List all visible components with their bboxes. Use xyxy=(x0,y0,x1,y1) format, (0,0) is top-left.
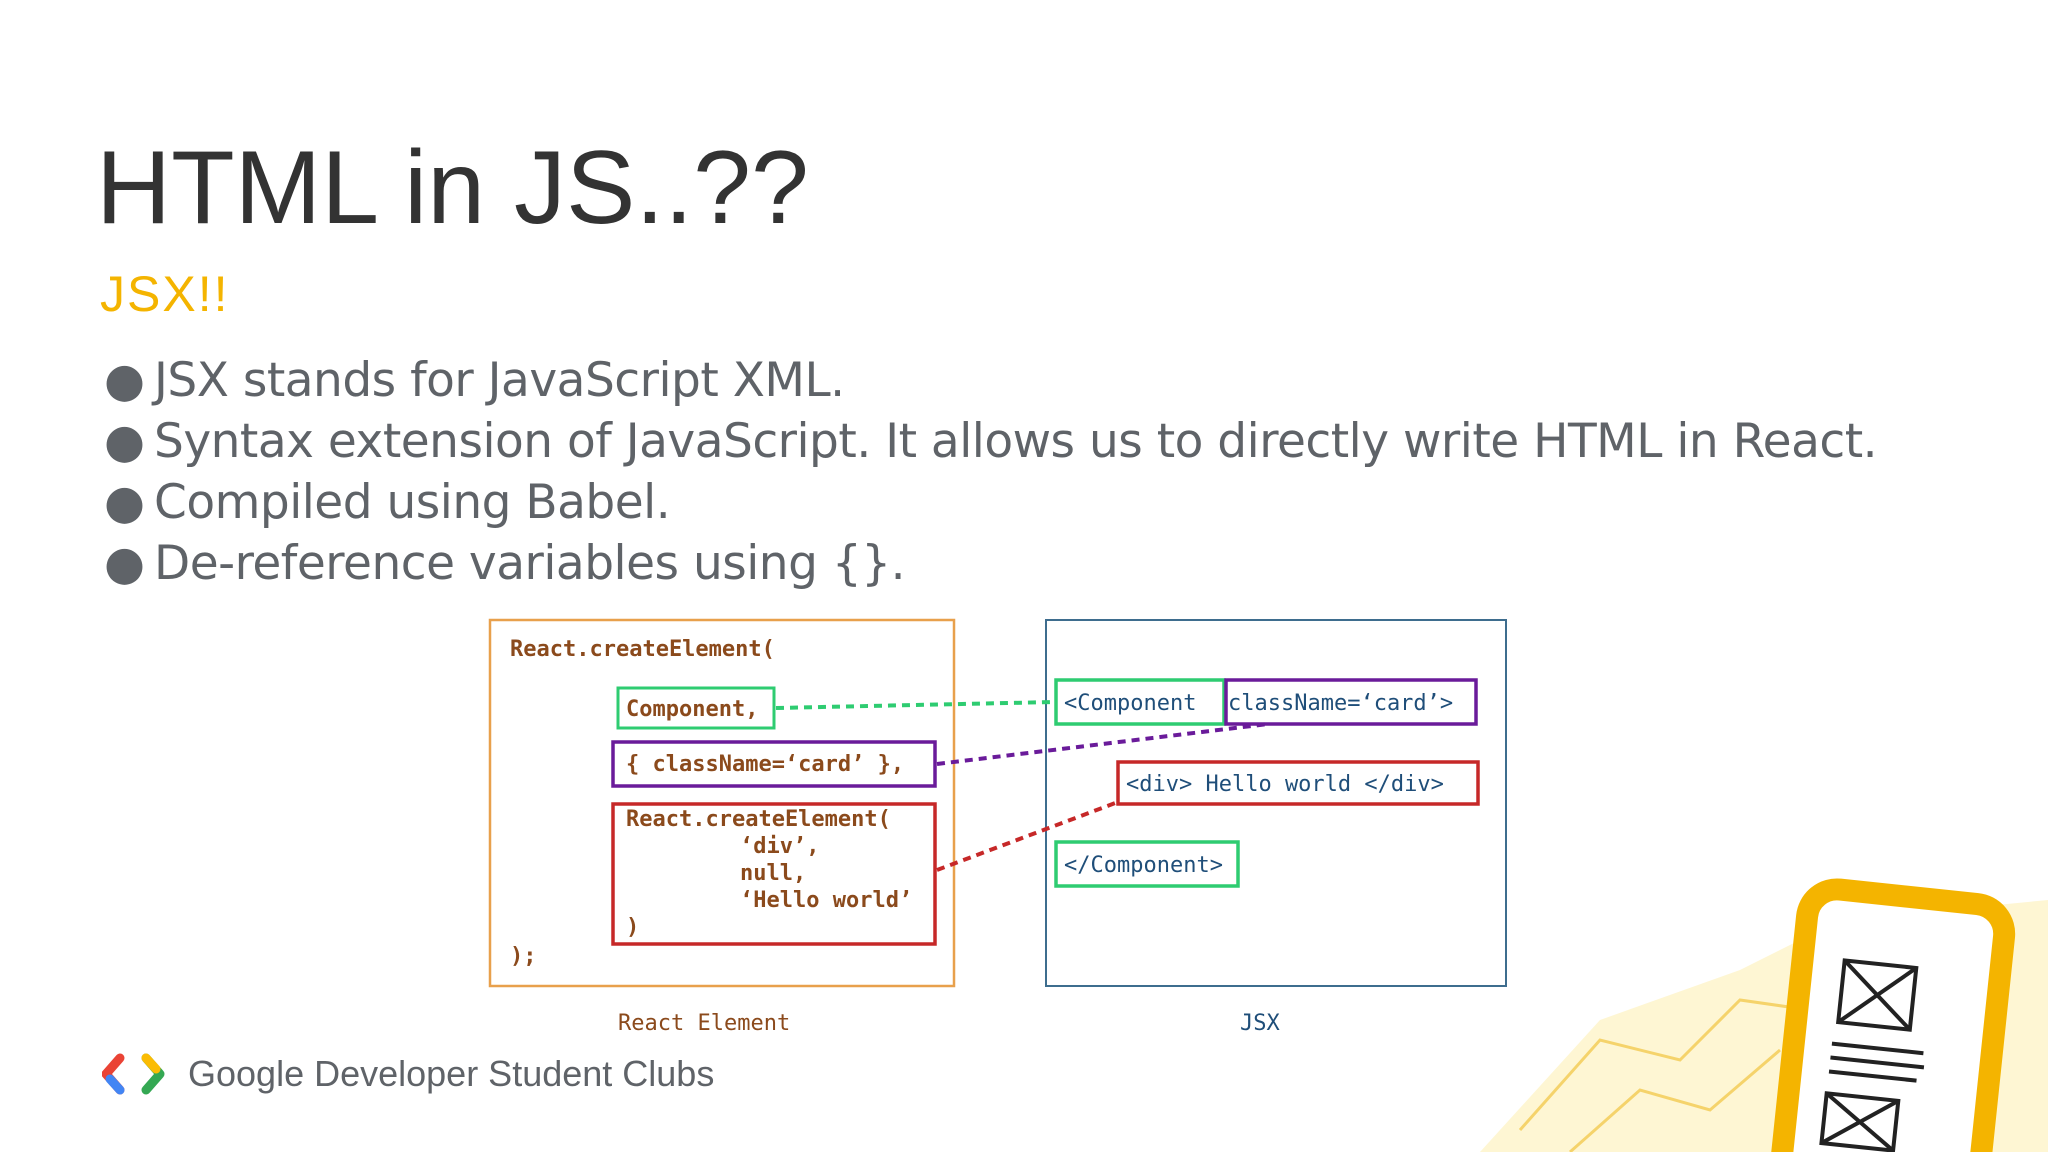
label-react-element: React Element xyxy=(618,1011,790,1036)
bullet-dot-icon: ● xyxy=(104,353,145,408)
react-element-box xyxy=(488,618,956,988)
bullet-list: ●JSX stands for JavaScript XML. ●Syntax … xyxy=(104,350,1878,594)
bullet-dot-icon: ● xyxy=(104,414,145,469)
code-props: { className=‘card’ }, xyxy=(626,752,904,777)
jsx-classname: className=‘card’> xyxy=(1228,691,1453,716)
brand-name: Google Developer Student Clubs xyxy=(188,1053,715,1094)
footer-brand: Google Developer Student Clubs xyxy=(102,1052,714,1096)
children-box-left xyxy=(611,802,937,946)
bullet-item: ●JSX stands for JavaScript XML. xyxy=(104,350,1877,411)
image-placeholder-icon xyxy=(1819,958,1925,1152)
bullet-item: ●Compiled using Babel. xyxy=(104,472,1877,533)
code-inner-close: ) xyxy=(626,915,639,940)
slide-title: HTML in JS..?? xyxy=(96,130,809,246)
bullet-dot-icon: ● xyxy=(104,536,145,591)
code-inner-div: ‘div’, xyxy=(740,834,819,859)
react-element-vs-jsx-diagram: .code { font-family: "DejaVu Sans Mono",… xyxy=(488,618,1510,1044)
code-component: Component, xyxy=(626,697,758,722)
component-box-left xyxy=(616,686,776,730)
props-box-right xyxy=(1224,678,1478,726)
props-box-left xyxy=(611,740,937,788)
slide-subtitle: JSX!! xyxy=(100,266,230,322)
bullet-text: De-reference variables using {}. xyxy=(154,536,906,591)
jsx-component-close: </Component> xyxy=(1064,853,1223,878)
connector-component xyxy=(775,700,1055,710)
children-box-right xyxy=(1116,760,1480,806)
component-box-right xyxy=(1054,678,1226,726)
jsx-component-open: <Component xyxy=(1064,691,1196,716)
phone-outline-icon xyxy=(1770,878,2016,1152)
connector-children xyxy=(936,800,1119,872)
gdsc-logo-icon xyxy=(102,1053,165,1095)
bullet-dot-icon: ● xyxy=(104,475,145,530)
map-line-icon xyxy=(1569,1048,1781,1152)
bullet-item: ●De-reference variables using {}. xyxy=(104,533,1877,594)
bullet-text: Compiled using Babel. xyxy=(154,475,671,530)
jsx-box xyxy=(1045,619,1507,987)
code-create-element: React.createElement( xyxy=(510,637,775,662)
component-close-box-right xyxy=(1054,840,1240,888)
bullet-text: Syntax extension of JavaScript. It allow… xyxy=(154,414,1878,469)
code-inner-null: null, xyxy=(740,861,806,886)
decorative-phone-illustration xyxy=(1480,878,2048,1152)
diagram-svg: .code { font-family: "DejaVu Sans Mono",… xyxy=(488,618,1507,1036)
map-line-icon xyxy=(1518,998,1811,1131)
label-jsx: JSX xyxy=(1240,1011,1280,1036)
connector-props xyxy=(936,722,1269,766)
code-close: ); xyxy=(510,944,537,969)
bullet-item: ●Syntax extension of JavaScript. It allo… xyxy=(104,411,1878,472)
bullet-text: JSX stands for JavaScript XML. xyxy=(154,353,845,408)
code-inner-create: React.createElement( xyxy=(626,807,891,832)
code-inner-text: ‘Hello world’ xyxy=(740,888,912,913)
jsx-div: <div> Hello world </div> xyxy=(1126,772,1444,797)
